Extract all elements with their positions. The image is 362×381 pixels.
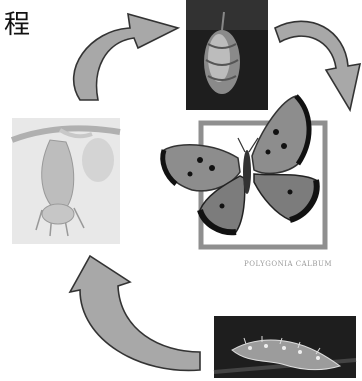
arrow-larva-to-chrysalis bbox=[74, 14, 178, 100]
caterpillar-photo bbox=[214, 316, 356, 378]
arrow-chrysalis-to-butterfly bbox=[275, 21, 360, 110]
butterfly-illustration bbox=[163, 96, 325, 247]
chrysalis-photo bbox=[186, 0, 268, 110]
hanging-larva-photo bbox=[12, 118, 120, 244]
butterfly-caption: POLYGONIA CALBUM bbox=[244, 260, 332, 268]
arrow-caterpillar-to-larva bbox=[70, 256, 200, 370]
